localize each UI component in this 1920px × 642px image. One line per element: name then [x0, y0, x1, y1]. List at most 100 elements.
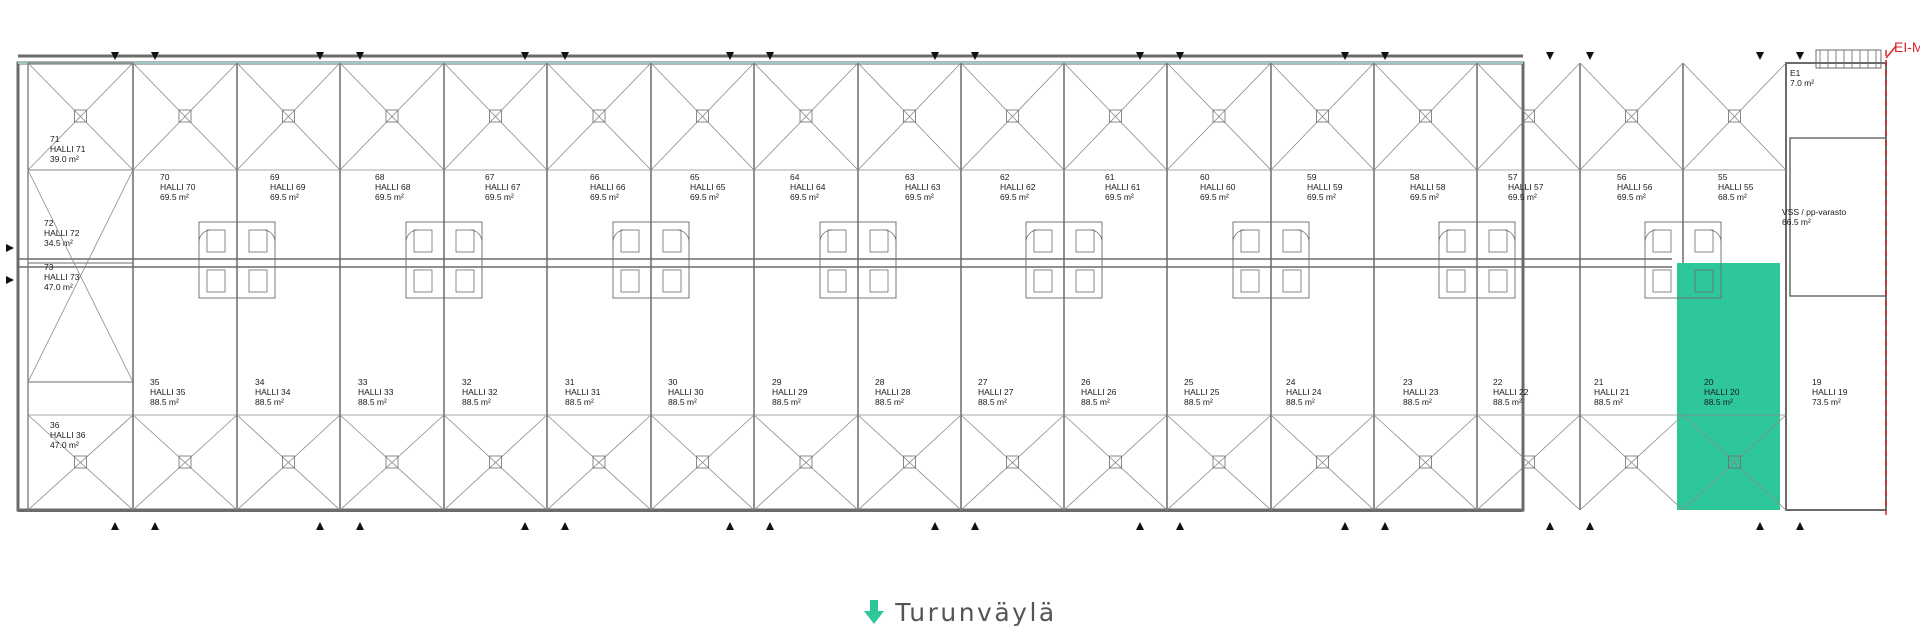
- label-line: 69.5 m²: [375, 192, 404, 202]
- door-arrow: [1546, 522, 1554, 530]
- label-line: HALLI 35: [150, 387, 186, 397]
- roof-x: [753, 62, 859, 171]
- wc-fixture: [620, 229, 640, 253]
- wc-fixture: [1446, 269, 1466, 293]
- wc-fixture: [662, 229, 682, 253]
- side-arrow: [6, 276, 14, 284]
- label-line: 29: [772, 377, 782, 387]
- wc-fixture: [1033, 229, 1053, 253]
- wc-fixture: [1282, 229, 1302, 253]
- door-arrow: [1341, 522, 1349, 530]
- roof-hatch: [74, 109, 87, 123]
- door-arrow: [1546, 52, 1554, 60]
- label-line: E1: [1790, 68, 1801, 78]
- label-line: 30: [668, 377, 678, 387]
- label-line: 33: [358, 377, 368, 387]
- label-line: HALLI 66: [590, 182, 626, 192]
- door-arrow: [971, 522, 979, 530]
- label-line: HALLI 30: [668, 387, 704, 397]
- label-line: 27: [978, 377, 988, 387]
- label-line: HALLI 32: [462, 387, 498, 397]
- label-line: 34: [255, 377, 265, 387]
- wc-fixture: [869, 269, 889, 293]
- label-line: HALLI 22: [1493, 387, 1529, 397]
- label-line: 57: [1508, 172, 1518, 182]
- wc-fixture: [206, 229, 226, 253]
- roof-x: [1063, 62, 1168, 171]
- roof-x: [857, 414, 962, 511]
- roof-hatch: [385, 455, 399, 469]
- wc-cluster: [1232, 221, 1310, 299]
- label-line: 88.5 m²: [1403, 397, 1432, 407]
- label-line: 69.5 m²: [160, 192, 189, 202]
- label-line: 69.5 m²: [1617, 192, 1646, 202]
- roof-x: [1270, 62, 1375, 171]
- roof-hatch: [696, 109, 709, 123]
- label-line: 88.5 m²: [150, 397, 179, 407]
- wc-cluster: [612, 221, 690, 299]
- highlight-halli-20: [1677, 263, 1780, 510]
- roof-hatch: [903, 109, 916, 123]
- label-line: 69.5 m²: [790, 192, 819, 202]
- door-arrow: [521, 52, 529, 60]
- roof-hatch: [1522, 455, 1535, 469]
- label-line: 68.5 m²: [1718, 192, 1747, 202]
- label-line: 66.5 m²: [1782, 217, 1811, 227]
- roof-hatch: [903, 455, 916, 469]
- wc-fixture: [827, 269, 847, 293]
- label-line: 88.5 m²: [1704, 397, 1733, 407]
- roof-x: [960, 62, 1065, 171]
- label-line: 62: [1000, 172, 1010, 182]
- label-line: 88.5 m²: [1286, 397, 1315, 407]
- roof-hatch: [799, 109, 813, 123]
- door-arrow: [151, 522, 159, 530]
- door-arrow: [111, 52, 119, 60]
- right-block: [1785, 62, 1887, 511]
- label-line: 69.5 m²: [1200, 192, 1229, 202]
- door-arrow: [1756, 52, 1764, 60]
- roof-hatch: [1109, 455, 1122, 469]
- label-line: 88.5 m²: [1594, 397, 1623, 407]
- label-line: HALLI 63: [905, 182, 941, 192]
- roof-x: [1579, 414, 1684, 511]
- label-line: 47.0 m²: [44, 282, 73, 292]
- door-arrow: [561, 52, 569, 60]
- arrow-down-icon: [864, 600, 885, 624]
- roof-hatch: [1212, 455, 1226, 469]
- label-line: 31: [565, 377, 575, 387]
- wc-cluster: [1644, 221, 1722, 299]
- roof-hatch: [1006, 455, 1019, 469]
- label-line: HALLI 67: [485, 182, 521, 192]
- roof-x: [546, 62, 652, 171]
- label-line: 69: [270, 172, 280, 182]
- side-arrow: [6, 244, 14, 252]
- roof-x: [753, 414, 859, 511]
- door-arrow: [1136, 522, 1144, 530]
- label-line: HALLI 56: [1617, 182, 1653, 192]
- door-swing: [262, 229, 276, 243]
- roof-hatch: [1625, 455, 1638, 469]
- label-line: HALLI 62: [1000, 182, 1036, 192]
- roof-x: [1476, 414, 1581, 511]
- door-arrow: [316, 52, 324, 60]
- roof-x: [132, 414, 238, 511]
- wc-fixture: [662, 269, 682, 293]
- door-swing: [1296, 229, 1310, 243]
- label-line: 21: [1594, 377, 1604, 387]
- label-line: HALLI 19: [1812, 387, 1848, 397]
- roof-hatch: [1316, 109, 1329, 123]
